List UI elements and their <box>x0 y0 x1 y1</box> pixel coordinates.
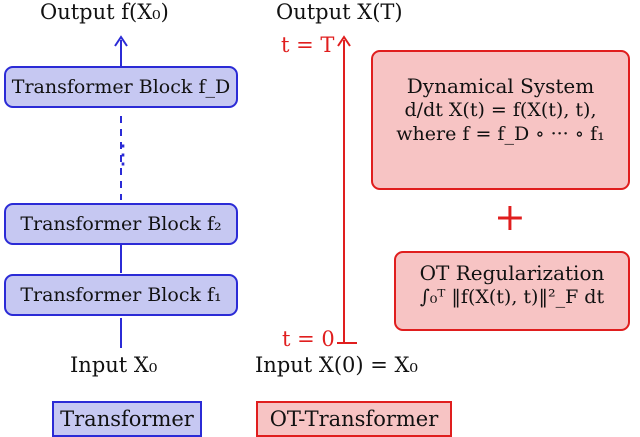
time-axis-arrow-head <box>337 35 351 47</box>
dynamical-system-equation: d/dt X(t) = f(X(t), t), <box>404 99 597 121</box>
transformer-block-fd: Transformer Block f_D <box>4 66 238 108</box>
ot-regularization-title: OT Regularization <box>419 261 605 285</box>
ot-regularization-box: OT Regularization ∫₀ᵀ ‖f(X(t), t)‖²_F dt <box>394 251 630 331</box>
plus-sign: + <box>494 195 526 239</box>
right-output-label: Output X(T) <box>276 0 403 24</box>
transformer-block-f2: Transformer Block f₂ <box>4 203 238 245</box>
legend-transformer: Transformer <box>52 401 202 437</box>
time-label-bottom: t = 0 <box>282 327 335 351</box>
dynamical-system-where: where f = f_D ∘ ··· ∘ f₁ <box>396 122 605 145</box>
left-input-label: Input X₀ <box>70 353 158 377</box>
left-output-arrow-head <box>114 35 128 47</box>
right-input-label: Input X(0) = X₀ <box>255 353 418 377</box>
time-label-top: t = T <box>281 33 335 57</box>
ot-regularization-equation: ∫₀ᵀ ‖f(X(t), t)‖²_F dt <box>419 286 605 308</box>
transformer-block-f1: Transformer Block f₁ <box>4 274 238 316</box>
left-output-label: Output f(X₀) <box>40 0 169 24</box>
legend-ot-transformer: OT-Transformer <box>256 401 452 437</box>
dynamical-system-title: Dynamical System <box>406 74 595 98</box>
dynamical-system-box: Dynamical System d/dt X(t) = f(X(t), t),… <box>371 50 630 190</box>
vertical-ellipsis: ⋮ <box>110 140 136 170</box>
